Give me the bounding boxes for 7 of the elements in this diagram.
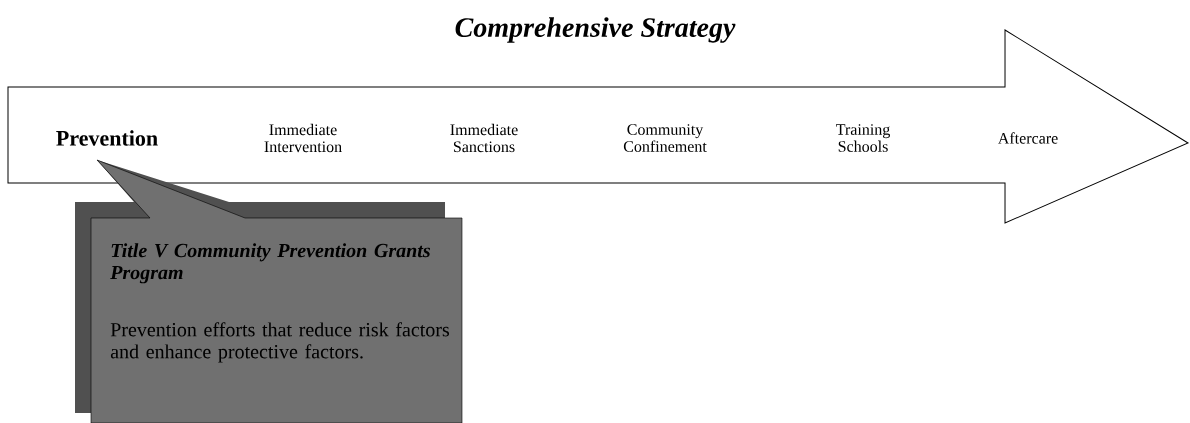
stage-label: Prevention [56, 130, 158, 146]
stage-label: Immediate Sanctions [450, 123, 518, 153]
title: Comprehensive Strategy [455, 17, 736, 43]
stage-label: Aftercare [998, 132, 1058, 144]
stage-label: Immediate Intervention [264, 123, 342, 153]
stage-label: Training Schools [836, 124, 890, 152]
stage-label: Community Confinement [623, 124, 707, 152]
